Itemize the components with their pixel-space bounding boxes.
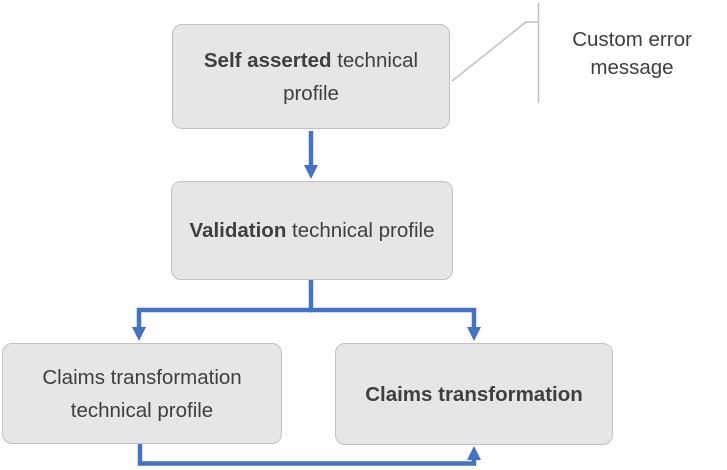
callout-custom-error-message: Custom error message bbox=[572, 28, 692, 79]
arrow-branch-left bbox=[132, 307, 313, 341]
arrow-loop-bottom bbox=[137, 444, 481, 466]
node-label: Self asserted technical profile bbox=[183, 44, 439, 110]
callout-leader-line bbox=[451, 21, 538, 82]
node-validation-technical-profile: Validation technical profile bbox=[171, 181, 453, 280]
node-label-bold: Validation bbox=[189, 219, 287, 242]
node-label-rest: Claims transformation technical profile bbox=[42, 365, 242, 422]
node-label-bold: Self asserted bbox=[203, 48, 332, 72]
node-self-asserted-technical-profile: Self asserted technical profile bbox=[172, 24, 450, 129]
node-label: Validation technical profile bbox=[190, 214, 435, 247]
node-claims-transformation: Claims transformation bbox=[335, 343, 613, 445]
arrow-branch-right bbox=[309, 307, 481, 341]
node-label-rest: technical profile bbox=[283, 48, 419, 105]
node-label: Claims transformation bbox=[365, 378, 583, 411]
node-label: Claims transformation technical profile bbox=[13, 361, 271, 427]
node-claims-transformation-technical-profile: Claims transformation technical profile bbox=[2, 343, 282, 444]
node-label-rest: technical profile bbox=[286, 219, 435, 242]
node-label-bold: Claims transformation bbox=[365, 382, 583, 406]
